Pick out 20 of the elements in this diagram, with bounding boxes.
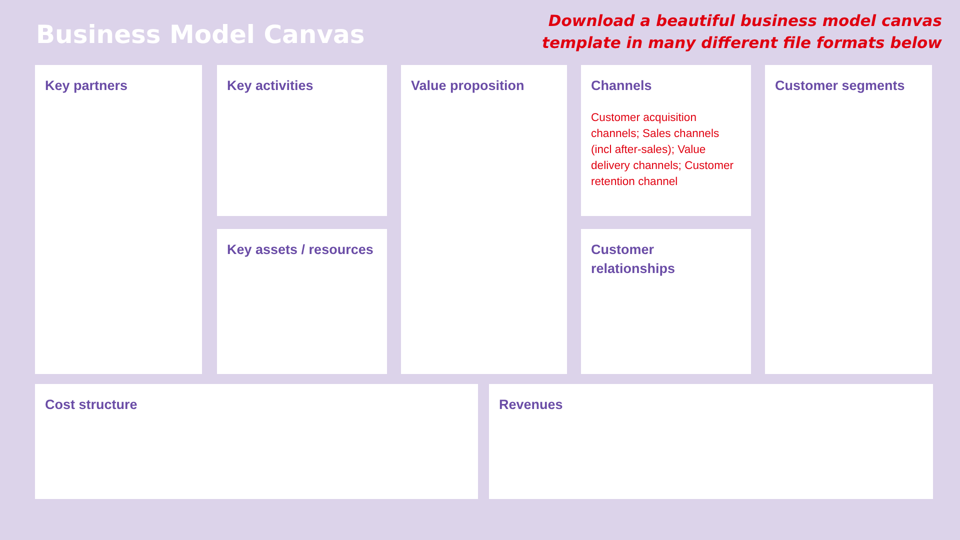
canvas-block	[35, 384, 478, 499]
canvas-block	[401, 65, 567, 374]
block-description: Customer acquisition channels; Sales channels (incl after-sales); Value delivery channels; Customer retention channel	[591, 111, 735, 190]
block-heading: Key activities	[227, 77, 314, 95]
block-heading: Revenues	[499, 396, 564, 414]
block-heading: Cost structure	[45, 396, 138, 414]
canvas-block	[581, 229, 751, 374]
block-heading: Customer relationships	[591, 241, 676, 278]
block-heading: Key assets / resources	[227, 241, 374, 259]
canvas-block	[35, 65, 202, 374]
canvas-block	[489, 384, 933, 499]
block-heading: Customer segments	[775, 77, 906, 95]
block-heading: Channels	[591, 77, 653, 95]
canvas-block	[581, 65, 751, 216]
canvas-block	[765, 65, 932, 374]
block-heading: Value proposition	[411, 77, 526, 95]
block-heading: Key partners	[45, 77, 129, 95]
canvas-block	[217, 229, 387, 374]
download-note: Download a beautiful business model canvas template in many different file formats below	[541, 11, 942, 54]
canvas-block	[217, 65, 387, 216]
